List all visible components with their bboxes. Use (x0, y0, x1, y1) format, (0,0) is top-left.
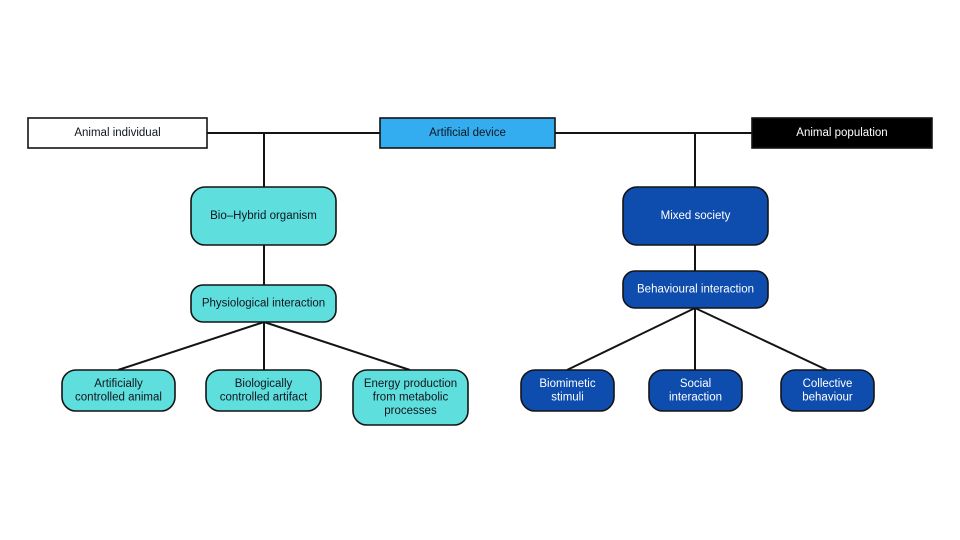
node-box-biomimetic-stimuli[interactable] (520, 369, 615, 412)
node-physiological-interaction[interactable]: Physiological interaction (190, 284, 337, 323)
node-box-social-interaction[interactable] (648, 369, 743, 412)
node-artificial-device[interactable]: Artificial device (379, 117, 556, 149)
node-mixed-society[interactable]: Mixed society (622, 186, 769, 246)
connector-physiological-to-artificially-controlled (117, 321, 265, 371)
node-box-mixed-society[interactable] (622, 186, 769, 246)
node-box-behavioural-interaction[interactable] (622, 270, 769, 309)
node-label-behavioural-interaction: Behavioural interaction (637, 284, 754, 296)
connector-physiological-to-energy-production (263, 321, 411, 371)
node-behavioural-interaction[interactable]: Behavioural interaction (622, 270, 769, 309)
node-label-bio-hybrid-organism: Bio–Hybrid organism (210, 210, 317, 222)
connector-layer (117, 132, 828, 371)
node-box-artificial-device[interactable] (379, 117, 556, 149)
node-animal-population[interactable]: Animal population (751, 117, 933, 149)
node-label-mixed-society: Mixed society (661, 210, 731, 222)
connector-behavioural-to-biomimetic-stimuli (566, 307, 696, 371)
node-box-animal-population[interactable] (751, 117, 933, 149)
node-box-artificially-controlled-animal[interactable] (61, 369, 176, 412)
node-animal-individual[interactable]: Animal individual (27, 117, 208, 149)
node-label-animal-population: Animal population (796, 127, 887, 139)
node-bio-hybrid-organism[interactable]: Bio–Hybrid organism (190, 186, 337, 246)
node-label-animal-individual: Animal individual (74, 127, 160, 139)
node-box-biologically-controlled-artifact[interactable] (205, 369, 322, 412)
node-box-bio-hybrid-organism[interactable] (190, 186, 337, 246)
node-label-physiological-interaction: Physiological interaction (202, 298, 325, 310)
connector-behavioural-to-collective-behaviour (694, 307, 828, 371)
node-box-energy-production-from-metabolic-processes[interactable] (352, 369, 469, 426)
node-box-collective-behaviour[interactable] (780, 369, 875, 412)
node-box-animal-individual[interactable] (27, 117, 208, 149)
node-box-physiological-interaction[interactable] (190, 284, 337, 323)
node-label-artificial-device: Artificial device (429, 127, 506, 139)
node-layer: Animal individual Artificial device Animal… (27, 117, 933, 426)
